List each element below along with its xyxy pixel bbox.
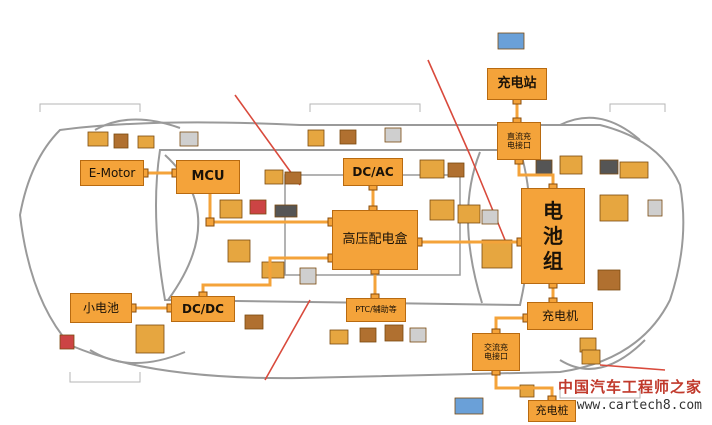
connector-part: [384, 127, 402, 143]
connector-part: [179, 131, 199, 147]
connector-part: [559, 155, 583, 175]
red-harness-line: [234, 94, 301, 186]
wire-terminal: [205, 217, 215, 227]
car-body-outline: [18, 121, 685, 380]
connector-part: [647, 199, 663, 217]
connector-part: [135, 324, 165, 354]
connector-part: [419, 159, 445, 179]
watermark: 中国汽车工程师之家 www.cartech8.com: [558, 376, 702, 413]
wire-dc-port-to-battery: [517, 160, 555, 188]
connector-part: [137, 135, 155, 149]
dc-charging-port-box: 直流充 电接口: [497, 122, 541, 160]
charge-gun-bottom: [454, 397, 484, 415]
charger-box: 充电机: [527, 302, 593, 330]
car-roof-outline: [155, 149, 531, 307]
connector-part: [329, 329, 349, 345]
battery-pack-box: 电 池 组: [521, 188, 585, 284]
connector-part: [619, 161, 649, 179]
dimension-bracket: [559, 390, 641, 399]
watermark-title: 中国汽车工程师之家: [557, 378, 702, 396]
dimension-bracket: [309, 103, 421, 112]
connector-part: [429, 199, 455, 221]
red-harness-line: [264, 299, 311, 381]
rear-window-line: [467, 151, 483, 304]
connector-part: [481, 209, 499, 225]
connector-part: [113, 133, 129, 149]
connector-part: [227, 239, 251, 263]
red-harness-line: [427, 59, 471, 156]
front-lower-arch: [89, 349, 186, 364]
connector-part: [599, 159, 619, 175]
connector-part: [264, 169, 284, 185]
connector-part: [409, 327, 427, 343]
connector-part: [359, 327, 377, 343]
red-harness-line: [599, 364, 666, 371]
e-motor-box: E-Motor: [80, 160, 144, 186]
connector-part: [87, 131, 109, 147]
connector-part: [249, 199, 267, 215]
ac-charging-port-box: 交流充 电接口: [472, 333, 520, 371]
connector-part: [535, 159, 553, 175]
connector-part: [59, 334, 75, 350]
connector-part: [384, 324, 404, 342]
rear-wheel-arch: [559, 116, 641, 141]
connector-part: [581, 349, 601, 365]
connector-part: [457, 204, 481, 224]
connector-part: [261, 261, 285, 279]
front-wheel-arch: [94, 118, 181, 131]
wire-hv-to-dcdc: [201, 256, 332, 296]
connector-part: [599, 194, 629, 222]
dc-ac-box: DC/AC: [343, 158, 403, 186]
charge-gun-top: [497, 32, 525, 50]
wire-charger-to-ac-port: [494, 316, 527, 333]
dc-dc-box: DC/DC: [171, 296, 235, 322]
wire-ac-port-to-pile: [494, 371, 554, 400]
connector-part: [597, 269, 621, 291]
rear-lower-arch: [559, 339, 646, 370]
small-battery-box: 小电池: [70, 293, 132, 323]
connector-part: [219, 199, 243, 219]
connector-part: [299, 267, 317, 285]
connector-part: [274, 204, 298, 218]
charging-station-box: 充电站: [487, 68, 547, 100]
connector-part: [284, 171, 302, 185]
mcu-box: MCU: [176, 160, 240, 194]
connector-part: [339, 129, 357, 145]
high-voltage-distribution-box: 高压配电盒: [332, 210, 418, 270]
dimension-bracket: [609, 103, 666, 112]
dimension-bracket: [69, 372, 141, 383]
charging-pile-box: 充电桩: [528, 400, 576, 422]
watermark-url: www.cartech8.com: [576, 398, 702, 413]
dimension-bracket: [39, 103, 141, 112]
connector-part: [481, 239, 513, 269]
connector-part: [244, 314, 264, 330]
connector-part: [447, 162, 465, 178]
ptc-auxiliary-box: PTC/辅助等: [346, 298, 406, 322]
red-harness-line: [469, 154, 506, 241]
connector-part: [307, 129, 325, 147]
